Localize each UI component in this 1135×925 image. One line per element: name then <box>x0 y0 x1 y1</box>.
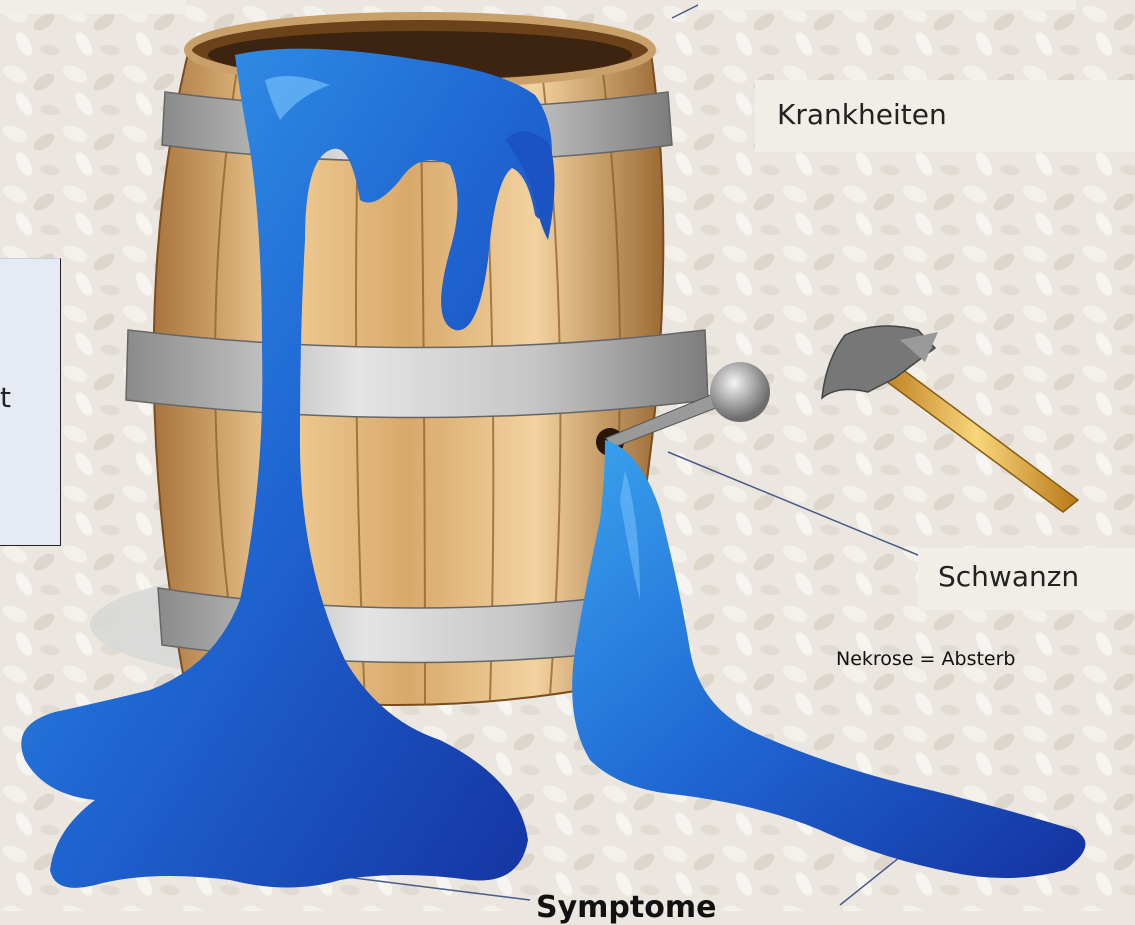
label-box-krankheiten: Krankheiten <box>755 80 1135 152</box>
label-schwanz: Schwanzn <box>938 560 1079 593</box>
label-nekrose: Nekrose = Absterb <box>836 648 1015 670</box>
label-symptome: Symptome <box>536 890 716 925</box>
label-box-top-left <box>0 0 186 14</box>
nail-head <box>710 362 770 422</box>
label-krankheiten: Krankheiten <box>777 98 947 131</box>
label-box-schwanz: Schwanzn <box>918 548 1135 610</box>
label-left-fragment: t <box>0 381 11 414</box>
label-box-left: t <box>0 258 61 546</box>
label-box-top-right <box>698 0 1076 10</box>
